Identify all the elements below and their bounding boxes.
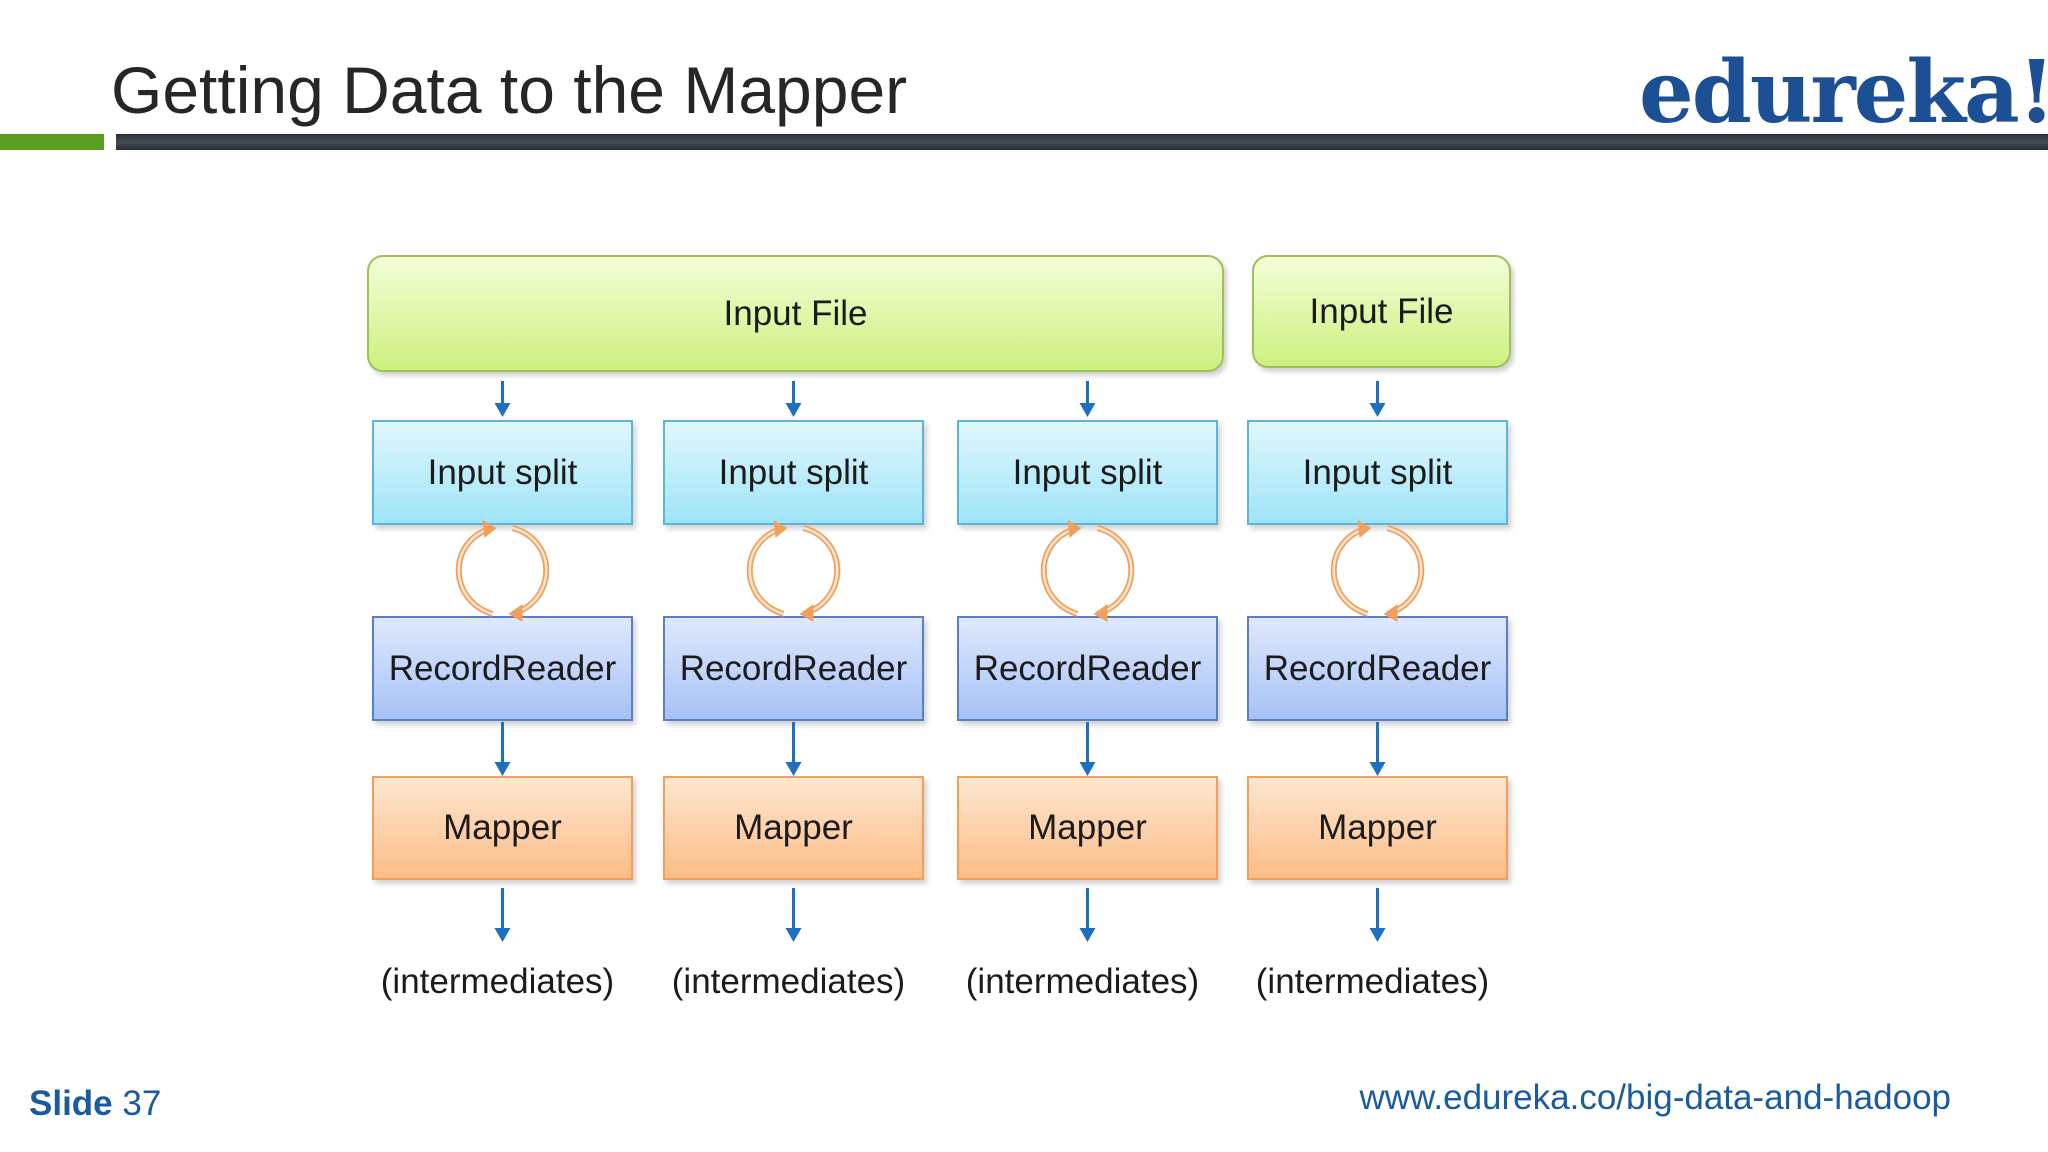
arrow-head-icon [785, 403, 802, 417]
intermediates-label: (intermediates) [380, 962, 615, 1001]
cycle-arrows-icon [1040, 520, 1135, 622]
arrow-head-icon [1369, 928, 1386, 942]
mapper-box: Mapper [663, 776, 924, 880]
record-reader-box: RecordReader [663, 616, 924, 721]
arrow-head-icon [1369, 762, 1386, 776]
arrow-head-icon [1079, 928, 1096, 942]
edureka-logo: edureka! [1639, 42, 2048, 143]
footer-url[interactable]: www.edureka.co/big-data-and-hadoop [1359, 1078, 1952, 1117]
intermediates-label: (intermediates) [965, 962, 1200, 1001]
input-split-box: Input split [957, 420, 1218, 525]
slide-number: Slide 37 [29, 1084, 161, 1124]
slide-title: Getting Data to the Mapper [111, 53, 908, 127]
arrow-head-icon [785, 762, 802, 776]
accent-bar [0, 134, 104, 150]
cycle-arrows-icon [746, 520, 841, 622]
arrow-head-icon [1369, 403, 1386, 417]
slide-label: Slide [29, 1084, 113, 1123]
arrow-head-icon [494, 928, 511, 942]
intermediates-label: (intermediates) [1255, 962, 1490, 1001]
intermediates-label: (intermediates) [671, 962, 906, 1001]
cycle-arrows-icon [455, 520, 550, 622]
mapper-box: Mapper [372, 776, 633, 880]
record-reader-box: RecordReader [957, 616, 1218, 721]
input-split-box: Input split [372, 420, 633, 525]
mapper-box: Mapper [1247, 776, 1508, 880]
arrow-head-icon [1079, 403, 1096, 417]
cycle-arrows-icon [1330, 520, 1425, 622]
arrow-head-icon [494, 762, 511, 776]
arrow-head-icon [1079, 762, 1096, 776]
input-file-box: Input File [367, 255, 1224, 372]
input-split-box: Input split [663, 420, 924, 525]
arrow-head-icon [494, 403, 511, 417]
input-split-box: Input split [1247, 420, 1508, 525]
input-file-box: Input File [1252, 255, 1511, 368]
record-reader-box: RecordReader [372, 616, 633, 721]
record-reader-box: RecordReader [1247, 616, 1508, 721]
slide-number-value: 37 [122, 1084, 162, 1123]
mapper-box: Mapper [957, 776, 1218, 880]
header-divider [116, 134, 2048, 150]
arrow-head-icon [785, 928, 802, 942]
